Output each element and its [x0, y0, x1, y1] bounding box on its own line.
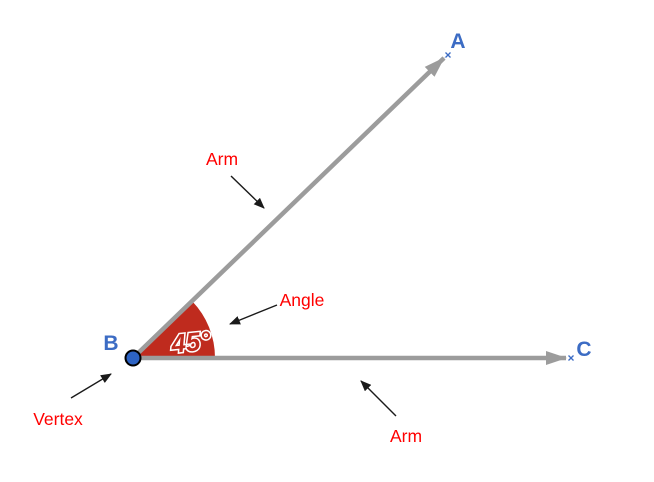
callout-angle: Angle	[280, 290, 325, 310]
point-label-b: B	[103, 332, 118, 355]
callout-arrow-arm-top	[230, 175, 265, 209]
point-a-cross-icon	[445, 52, 451, 58]
callout-arm-top: Arm	[206, 149, 238, 169]
callout-arrow-arm-bottom	[360, 380, 397, 417]
angle-wedge	[133, 301, 216, 358]
arm-ray-ba	[131, 56, 446, 360]
callout-arm-bottom: Arm	[390, 426, 422, 446]
angle-value-label: 45°	[169, 325, 213, 359]
callout-arrow-angle	[229, 304, 278, 325]
point-label-a: A	[450, 30, 465, 53]
vertex-point	[124, 349, 142, 367]
callout-vertex: Vertex	[33, 409, 83, 429]
point-c-cross-icon	[568, 355, 574, 361]
point-label-c: C	[576, 338, 591, 361]
callout-arrow-vertex	[70, 373, 112, 399]
